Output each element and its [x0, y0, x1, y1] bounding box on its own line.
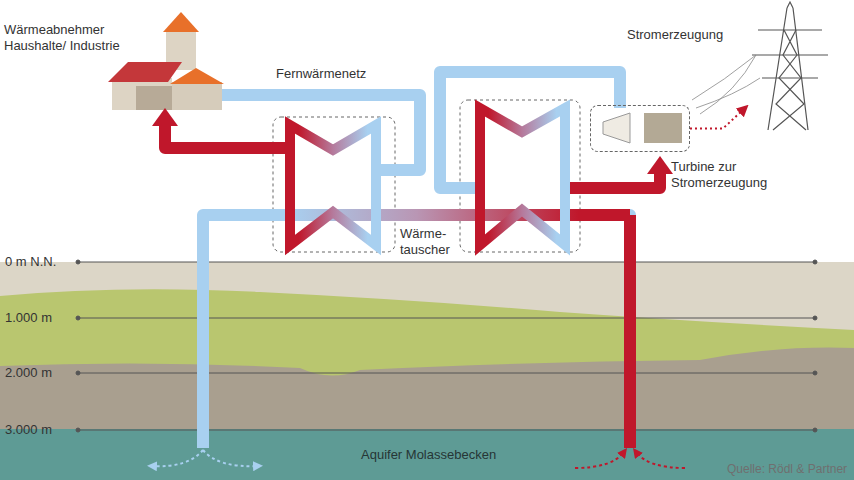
pipe [165, 72, 660, 448]
pipe-arrowhead [152, 108, 673, 174]
depth-line [813, 371, 817, 375]
power-pylon [773, 30, 806, 130]
ground-layers [0, 262, 854, 480]
ground-layers [0, 429, 854, 480]
exchanger-frame [273, 117, 395, 252]
flow-arrow [636, 452, 685, 468]
ground-layers [0, 262, 854, 432]
house-drawing [172, 82, 222, 110]
turbine-box: Turbine zur Stromerzeugung [590, 105, 690, 152]
depth-line [78, 373, 815, 374]
heat-exchanger [290, 108, 565, 245]
house-drawing [170, 68, 224, 84]
pipe [222, 95, 420, 170]
pipe [165, 124, 290, 148]
power-pylon-node: Stromerzeugung [745, 5, 809, 130]
depth-line [813, 260, 817, 264]
ground-layers [0, 289, 854, 432]
depth-line [76, 260, 80, 264]
power-flow-arrow [690, 108, 745, 129]
power-pylon [692, 2, 828, 130]
heat-exchanger [480, 108, 565, 245]
power-pylon [768, 2, 808, 130]
heat-exchanger [290, 125, 376, 245]
power-pylon [752, 30, 828, 78]
depth-line [813, 316, 817, 320]
node-label: Turbine zur Stromerzeugung [671, 159, 783, 191]
depth-label: 3.000 m [5, 422, 52, 438]
flow-arrow [575, 452, 624, 468]
depth-line [76, 260, 817, 432]
depth-label: 0 m N.N. [5, 254, 56, 270]
depth-line [78, 430, 815, 431]
turbine-drawing [644, 113, 682, 143]
house-drawing [163, 12, 199, 32]
node-label: Stromerzeugung [627, 27, 723, 43]
depth-line [76, 428, 80, 432]
exchanger-frame [460, 100, 580, 252]
pipe [565, 172, 660, 188]
depth-line [76, 371, 80, 375]
flow-arrow [152, 450, 203, 466]
house-drawing [112, 78, 172, 110]
house-drawing [108, 62, 182, 82]
turbine-drawing [603, 113, 630, 143]
depth-label: 1.000 m [5, 310, 52, 326]
depth-label: 2.000 m [5, 365, 52, 381]
source-note: Quelle: Rödl & Partner [727, 461, 847, 477]
flow-arrow [203, 450, 258, 466]
house-drawing [136, 86, 172, 110]
ground-layers [0, 348, 854, 433]
power-pylon [692, 55, 760, 114]
pipe-arrowhead [647, 156, 673, 174]
component-label: Wärme- tauscher [400, 226, 455, 258]
depth-line [76, 316, 80, 320]
pipe [624, 215, 636, 448]
depth-line [813, 428, 817, 432]
house-drawing [108, 12, 224, 110]
depth-line [78, 262, 815, 263]
turbine-drawing [603, 113, 682, 143]
pipe-arrowhead [152, 108, 178, 126]
pipe-label: Fernwärmenetz [276, 66, 366, 82]
node-label: Wärmeabnehmer Haushalte/ Industrie [4, 22, 146, 54]
aquifer-band: Aquifer Molassebecken [0, 430, 854, 480]
depth-line [78, 318, 815, 319]
heat-consumer: Wärmeabnehmer Haushalte/ Industrie [4, 12, 226, 112]
node-label: Aquifer Molassebecken [361, 447, 496, 463]
